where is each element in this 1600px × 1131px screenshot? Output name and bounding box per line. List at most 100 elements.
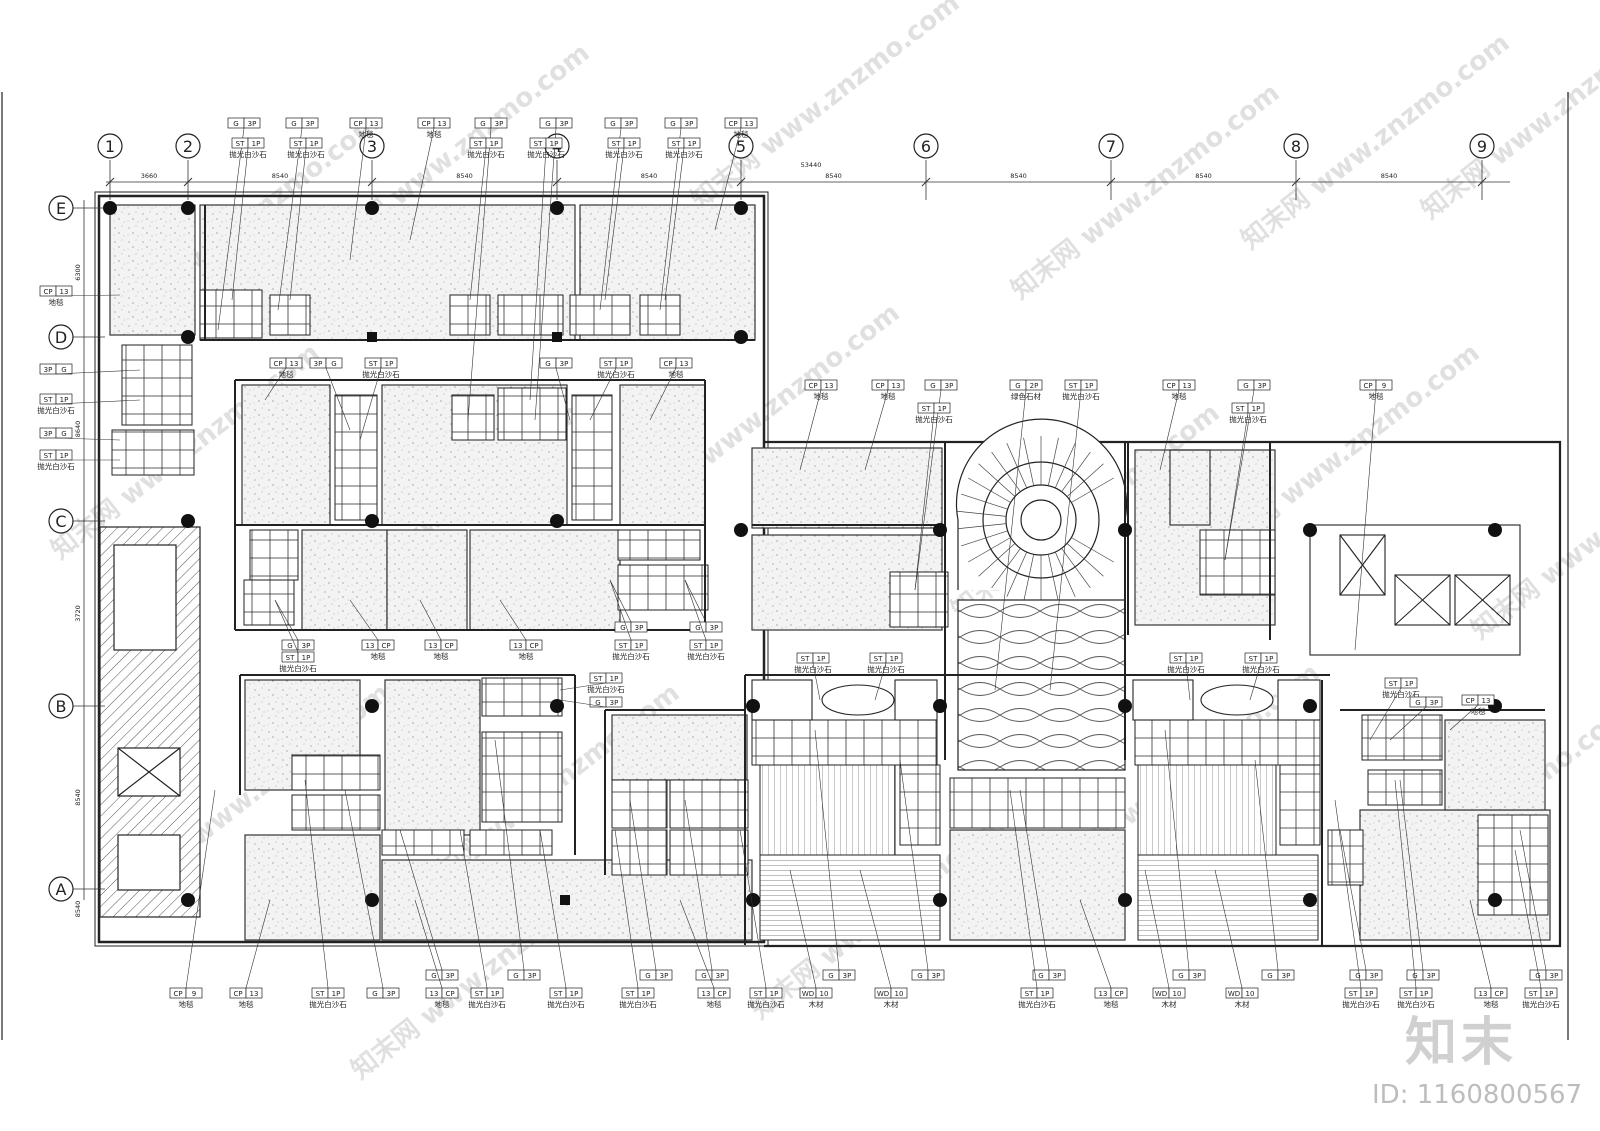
structural-column [734,330,748,344]
tag-code: 1P [620,360,629,368]
tag-code: WD [802,990,814,998]
tag-note: 地毯 [1484,999,1500,1009]
tag-code: 3P [932,972,941,980]
row-bubble [48,508,74,534]
tag-code: 2P [1030,382,1039,390]
tag-note: 抛光白沙石 [794,664,832,674]
row-bubble [48,195,74,221]
tag-code: G [372,990,377,998]
tag-code: 1P [490,140,499,148]
tag-code: G [1038,972,1043,980]
tag-code: CP [43,288,52,296]
tag-code: 3P [635,624,644,632]
tag-code: 3P [610,699,619,707]
structural-column [560,895,570,905]
column-label: 3 [367,137,377,156]
tag-code: 3P [44,366,53,374]
tag-code: 1P [302,654,311,662]
tag-code: 3P [1282,972,1291,980]
image-id-label: ID: 1160800567 [1372,1080,1583,1110]
tag-code: 13 [1479,990,1488,998]
column-label: 2 [183,137,193,156]
tag-code: ST [754,990,763,998]
tag-code: 13 [892,382,901,390]
tag-code: 1P [635,642,644,650]
tag-code: 10 [895,990,904,998]
tag-code: ST [369,360,378,368]
tag-code: ST [294,140,303,148]
tag-note: 抛光白沙石 [1167,664,1205,674]
column-grid: 123456789 [97,133,1495,200]
structural-column [365,201,379,215]
tag-note: 地毯 [1104,999,1120,1009]
tag-code: ST [612,140,621,148]
tag-note: 抛光白沙石 [37,461,75,471]
tag-code: 3P [306,120,315,128]
tag-code: 1P [1190,655,1199,663]
structural-column [181,201,195,215]
tag-note: 抛光白沙石 [687,651,725,661]
column-bubble [175,133,201,159]
tag-code: G [645,972,650,980]
tag-code: 1P [1420,990,1429,998]
tag-code: ST [44,396,53,404]
tag-code: G [331,360,336,368]
tag-note: 抛光白沙石 [1522,999,1560,1009]
tag-code: CP [1166,382,1175,390]
structural-column [933,699,947,713]
tag-code: CP [444,642,453,650]
watermark-text: 知末网 www.znzmo.com [1416,0,1600,226]
tag-note: 抛光白沙石 [547,999,585,1009]
tag-note: 抛光白沙石 [597,369,635,379]
tag-code: 13 [290,360,299,368]
tag-code: ST [801,655,810,663]
tag-note: 地毯 [179,999,194,1009]
tag-code: ST [44,452,53,460]
structural-columns [103,201,1502,907]
tag-code: ST [619,642,628,650]
tag-code: 1P [1252,405,1261,413]
tag-code: G [431,972,436,980]
tag-code: ST [474,140,483,148]
tile-areas [111,289,1549,916]
tag-note: 抛光白沙石 [619,999,657,1009]
tag-code: G [1415,699,1420,707]
tag-note: 地毯 [435,999,450,1009]
tag-note: 抛光白沙石 [37,405,75,415]
tag-code: CP [1465,697,1474,705]
row-bubble [48,876,74,902]
structural-column [933,523,947,537]
tag-note: 木材 [1235,999,1251,1009]
row-dimension: 6300 [74,264,82,281]
column-label: 6 [921,137,931,156]
structural-column [933,893,947,907]
tag-note: 地毯 [519,651,534,661]
structural-column [746,699,760,713]
structural-column [103,201,117,215]
tag-code: 3P [302,642,311,650]
tag-code: G [610,120,615,128]
structural-column [1118,893,1132,907]
tag-code: 10 [1173,990,1182,998]
tag-note: 抛光白沙石 [605,149,643,159]
tag-code: 3P [446,972,455,980]
